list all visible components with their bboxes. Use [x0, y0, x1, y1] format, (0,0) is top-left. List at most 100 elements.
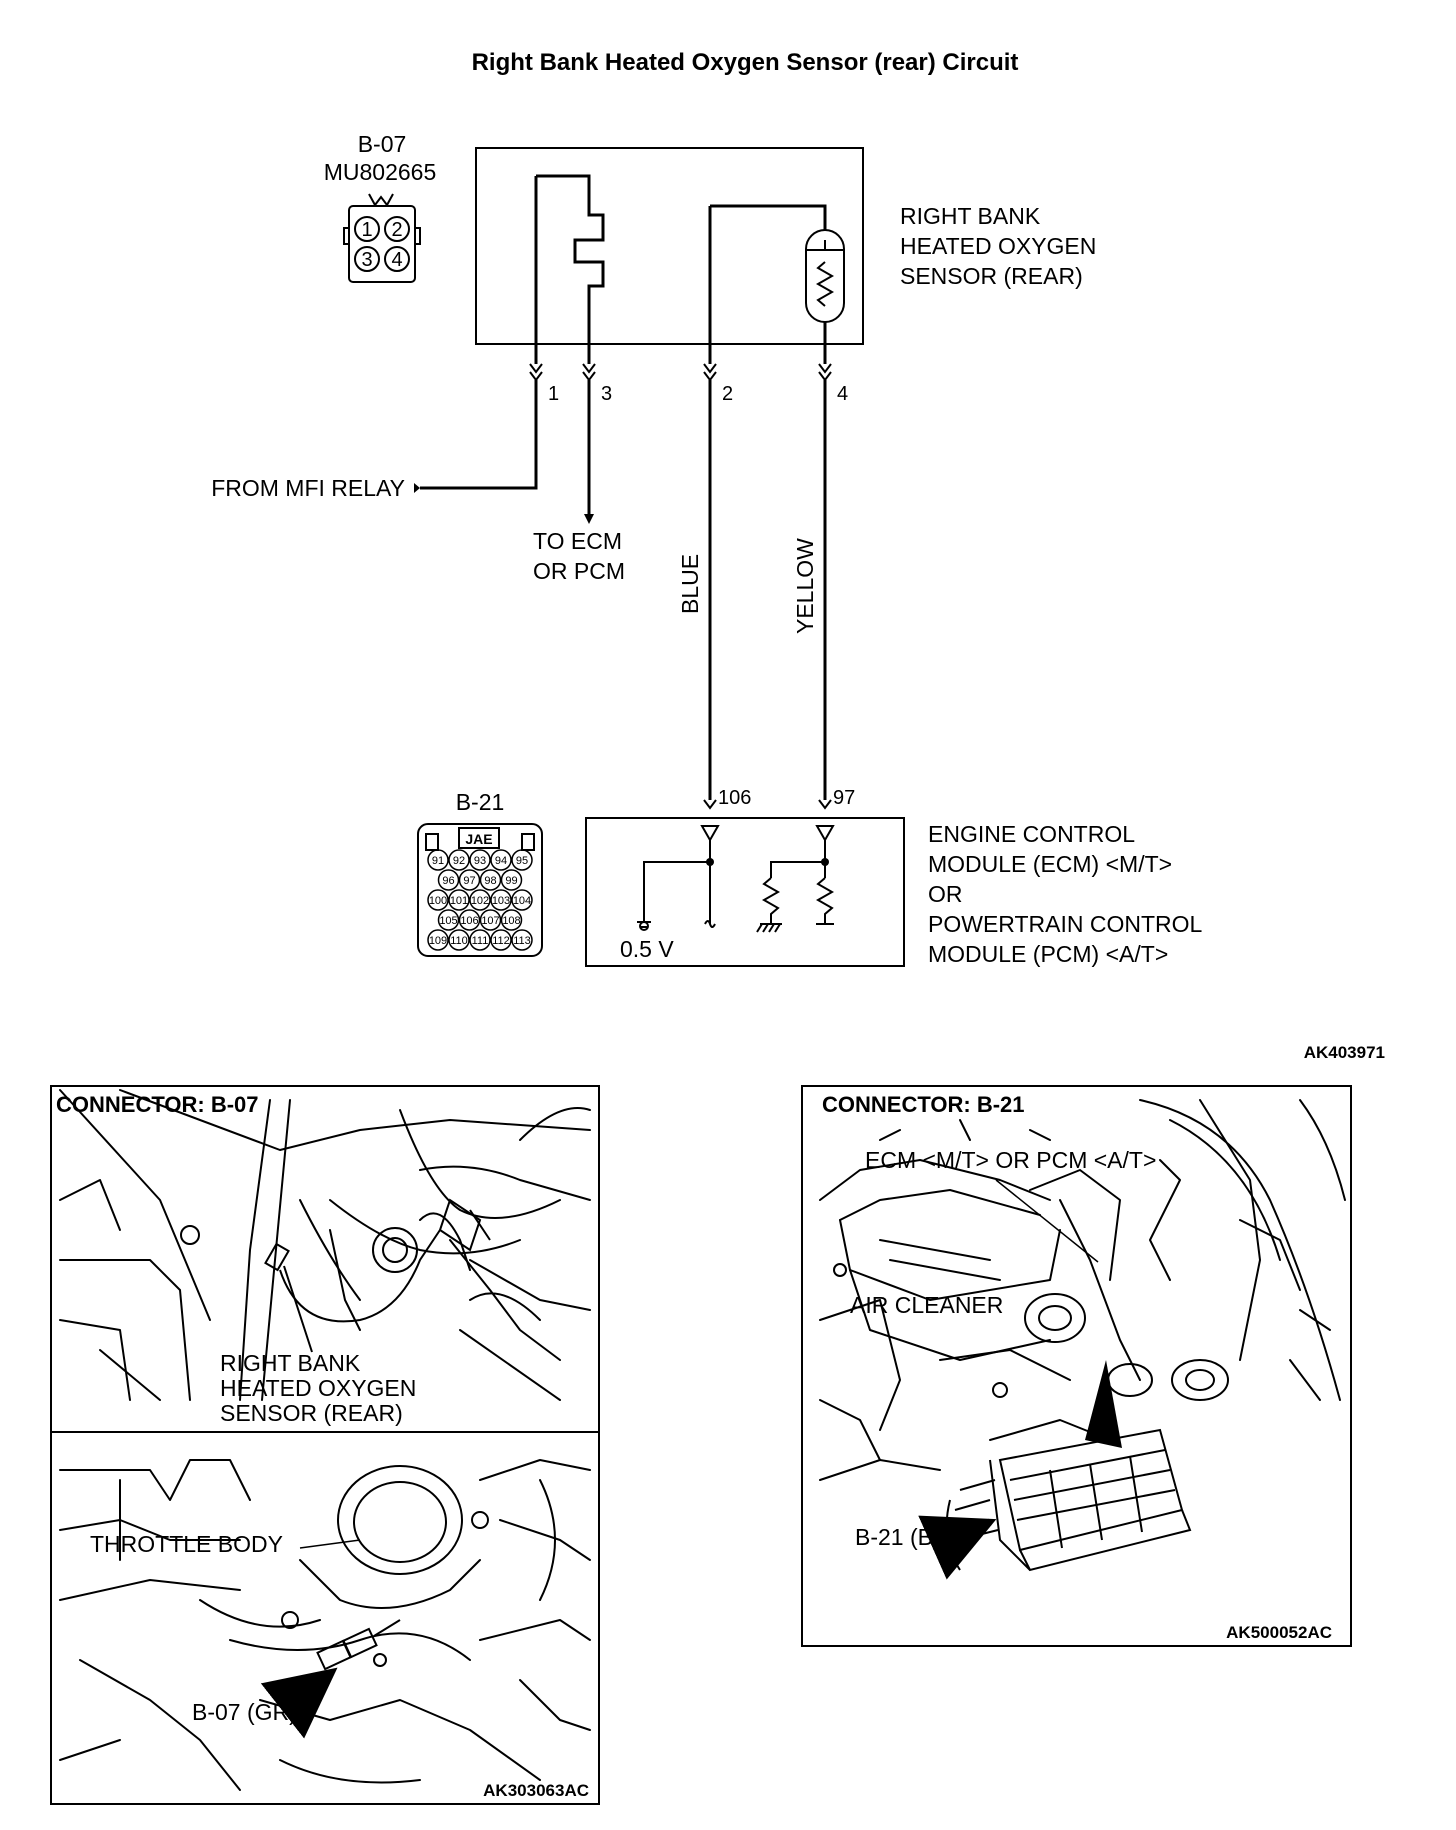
b21-pin-circle [427, 849, 449, 871]
circuit-wires [414, 380, 827, 800]
b21-pin-label: 111 [472, 935, 489, 947]
b21-pin-label: 107 [481, 915, 499, 927]
b21-pin-circle [500, 869, 523, 891]
b21-pin-label: 100 [429, 895, 447, 907]
b21-connector-callout: B-21 (B) [855, 1524, 941, 1550]
b21-pin-circle [479, 869, 502, 891]
throttle-body-label: THROTTLE BODY [90, 1531, 283, 1557]
b21-pin-label: 92 [453, 855, 465, 867]
oxygen-sensor-sketch [264, 1198, 491, 1323]
b21-panel-header: CONNECTOR: B-21 [822, 1092, 1025, 1117]
b21-pin-label: 112 [492, 935, 510, 947]
b21-pin-circle [511, 849, 533, 871]
b21-connector-id: B-21 [456, 789, 505, 815]
b21-pin-circle [511, 889, 533, 911]
b21-pin-label: 110 [450, 935, 468, 947]
b21-pin-label: 97 [463, 875, 475, 887]
air-cleaner-label: AIR CLEANER [850, 1292, 1003, 1318]
engine-sketch-upper [59, 1089, 591, 1401]
b07-pin-label: 4 [391, 249, 402, 271]
b21-pin-label: 109 [429, 935, 447, 947]
reference-voltage-label: 0.5 V [620, 936, 674, 962]
sensor-label-line: SENSOR (REAR) [900, 263, 1083, 289]
b21-pin-label: 103 [492, 895, 510, 907]
b21-pin-label: 95 [516, 855, 528, 867]
b21-pin-label: 106 [460, 915, 478, 927]
ecm-label-line: OR [928, 881, 963, 907]
sensor-label-line: RIGHT BANK [900, 203, 1041, 229]
b21-pin-circle [437, 909, 460, 931]
b21-pin-circle [448, 889, 470, 911]
wire-pin-label: 3 [601, 383, 612, 405]
ecm-pin-label: 97 [833, 787, 855, 809]
b21-pin-label: 108 [502, 915, 520, 927]
b21-pin-circle [490, 849, 512, 871]
b07-panel-header: CONNECTOR: B-07 [56, 1092, 259, 1117]
to-ecm-label-line: TO ECM [533, 528, 622, 554]
ecm-label-line: ENGINE CONTROL [928, 821, 1135, 847]
b21-pin-circle [458, 869, 481, 891]
ecm-connector-chevrons [703, 799, 832, 810]
b21-maker-label: JAE [465, 831, 492, 847]
ecm-label-line: MODULE (PCM) <A/T> [928, 941, 1168, 967]
connector-b07-photo-panel: RIGHT BANK HEATED OXYGEN SENSOR (REAR) C… [50, 1085, 600, 1805]
b21-pin-label: 98 [484, 875, 496, 887]
ecm-pin-label: 106 [718, 787, 751, 809]
b07-pin-label: 3 [361, 249, 372, 271]
b21-panel-reference: AK500052AC [1226, 1623, 1332, 1642]
b21-pin-label: 93 [474, 855, 486, 867]
engine-sketch-lower [59, 1459, 591, 1791]
diagram-title: Right Bank Heated Oxygen Sensor (rear) C… [472, 49, 1019, 76]
b21-pin-circle [479, 909, 502, 931]
engine-bay-sketch [819, 1099, 1346, 1481]
schematic-reference-code: AK403971 [1304, 1043, 1385, 1062]
b21-pin-circle [427, 889, 449, 911]
b21-pin-label: 113 [513, 935, 531, 947]
b21-pin-circle [427, 929, 449, 951]
b21-pin-label: 99 [505, 875, 517, 887]
wire-pin-label: 4 [837, 383, 848, 405]
ecm-label-line: POWERTRAIN CONTROL [928, 911, 1203, 937]
b07-connector-symbol: B-07 MU802665 1 2 3 4 [324, 131, 437, 283]
b21-pin-circle [511, 929, 533, 951]
sensor-label-line: HEATED OXYGEN [900, 233, 1096, 259]
from-mfi-relay-label: FROM MFI RELAY [211, 475, 405, 501]
b07-part-number: MU802665 [324, 159, 437, 185]
b07-pin-label: 1 [361, 219, 372, 241]
b07-pin-label: 2 [391, 219, 402, 241]
b21-pin-circle [437, 869, 460, 891]
ecm-block: 0.5 V ENGINE CONTROL MODULE (ECM) <M/T> … [585, 817, 1203, 967]
b07-connector-callout: B-07 (GR) [192, 1699, 297, 1725]
to-ecm-label-line: OR PCM [533, 558, 625, 584]
b21-pin-circle [469, 929, 491, 951]
wire-pin-label: 1 [548, 383, 559, 405]
b21-pin-circle [469, 849, 491, 871]
oxygen-sensor-block: RIGHT BANK HEATED OXYGEN SENSOR (REAR) [475, 147, 1096, 364]
ecm-location-callout: ECM <M/T> OR PCM <A/T> [865, 1147, 1156, 1173]
b21-pin-label: 102 [471, 895, 489, 907]
b21-pin-circle [490, 929, 512, 951]
b21-pin-circle [448, 849, 470, 871]
b21-pin-circle [458, 909, 481, 931]
wire-pin-label: 2 [722, 383, 733, 405]
b21-pin-label: 94 [495, 855, 507, 867]
b21-pin-circle [500, 909, 523, 931]
b07-panel-reference: AK303063AC [483, 1781, 589, 1800]
ecm-module-sketch [945, 1428, 1192, 1572]
b21-pin-circle [469, 889, 491, 911]
connector-b21-photo-panel: CONNECTOR: B-21 ECM <M/T> OR PCM <A/T> A… [801, 1085, 1352, 1647]
sensor-callout-line: HEATED OXYGEN [220, 1375, 416, 1401]
b21-pin-label: 101 [450, 895, 468, 907]
sensor-callout-line: RIGHT BANK [220, 1350, 361, 1376]
b07-connector-id: B-07 [358, 131, 407, 157]
b21-pin-circle [490, 889, 512, 911]
wire-color-blue: BLUE [677, 554, 703, 614]
ecm-label-line: MODULE (ECM) <M/T> [928, 851, 1172, 877]
sensor-connector-chevrons [529, 363, 832, 382]
b21-pin-label: 96 [442, 875, 454, 887]
b21-pin-label: 104 [513, 895, 531, 907]
b21-pin-label: 105 [439, 915, 457, 927]
b07-connector-sketch [316, 1619, 401, 1671]
